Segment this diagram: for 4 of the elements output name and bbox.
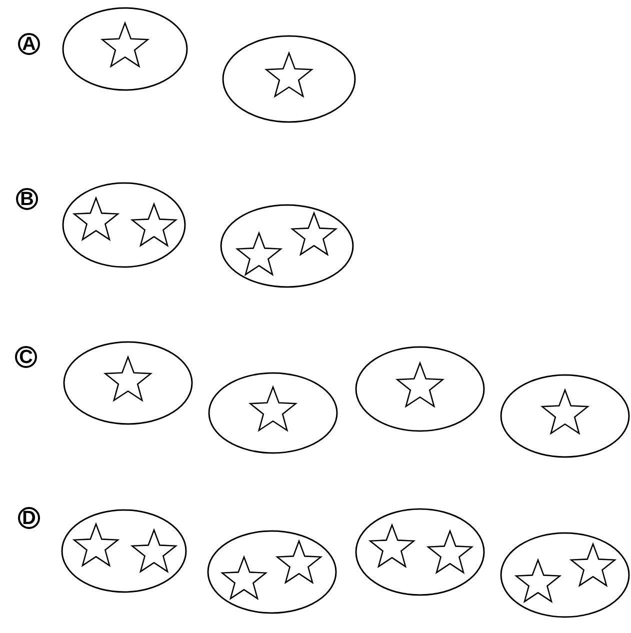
option-letter: A [18,33,40,55]
option-letter: C [15,346,37,368]
option-letter: B [16,188,38,210]
option-letter: D [18,507,40,529]
